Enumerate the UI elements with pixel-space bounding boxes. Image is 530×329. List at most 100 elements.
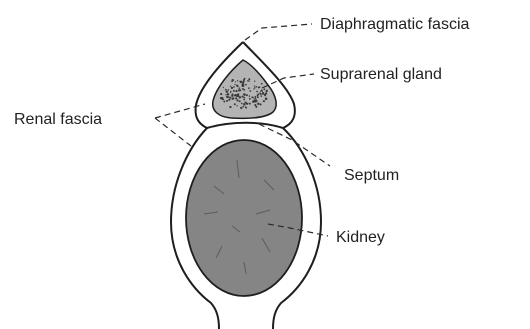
stipple-dot <box>254 104 256 106</box>
stipple-dot <box>235 90 237 92</box>
stipple-dot <box>246 94 248 96</box>
stipple-dot <box>254 85 255 86</box>
stipple-dot <box>239 100 241 102</box>
stipple-dot <box>222 98 224 100</box>
stipple-dot <box>234 95 236 97</box>
stipple-dot <box>235 97 237 99</box>
stipple-dot <box>244 78 246 80</box>
stipple-dot <box>234 103 236 105</box>
stipple-dot <box>220 93 222 95</box>
stipple-dot <box>252 100 255 103</box>
stipple-dot <box>265 92 267 94</box>
stipple-dot <box>226 100 228 102</box>
stipple-dot <box>232 87 233 88</box>
stipple-dot <box>229 106 231 108</box>
stipple-dot <box>249 103 251 105</box>
stipple-dot <box>242 106 244 108</box>
stipple-dot <box>233 90 235 92</box>
stipple-dot <box>235 81 236 82</box>
stipple-dot <box>257 93 259 95</box>
leader-renal-fascia-upper <box>155 104 205 118</box>
leader-diaphragmatic-fascia <box>245 24 312 40</box>
stipple-dot <box>254 87 256 89</box>
stipple-dot <box>233 86 235 88</box>
stipple-dot <box>241 84 242 85</box>
kidney-shape <box>186 140 302 296</box>
stipple-dot <box>243 103 245 105</box>
stipple-dot <box>266 90 268 92</box>
stipple-dot <box>243 99 245 101</box>
stipple-dot <box>261 83 263 85</box>
stipple-dot <box>223 87 224 88</box>
stipple-dot <box>223 101 225 103</box>
stipple-dot <box>242 81 244 83</box>
stipple-dot <box>249 95 250 96</box>
stipple-dot <box>236 105 237 106</box>
stipple-dot <box>236 99 238 101</box>
stipple-dot <box>241 96 242 97</box>
stipple-dot <box>226 96 228 98</box>
stipple-dot <box>240 107 242 109</box>
label-suprarenal-gland: Suprarenal gland <box>320 66 442 83</box>
stipple-dot <box>226 90 229 93</box>
stipple-dot <box>243 89 245 91</box>
stipple-dot <box>245 107 247 109</box>
stipple-dot <box>231 98 233 100</box>
stipple-dot <box>229 97 231 99</box>
stipple-dot <box>247 80 248 81</box>
stipple-dot <box>262 94 263 95</box>
stipple-dot <box>231 79 233 81</box>
stipple-dot <box>261 89 262 90</box>
stipple-dot <box>238 90 240 92</box>
stipple-dot <box>265 98 268 101</box>
stipple-dot <box>263 88 265 90</box>
label-diaphragmatic-fascia: Diaphragmatic fascia <box>320 16 470 33</box>
stipple-dot <box>225 89 227 91</box>
leader-renal-fascia-lower <box>155 118 191 146</box>
leader-suprarenal-gland <box>262 74 314 88</box>
stipple-dot <box>240 81 243 84</box>
label-septum: Septum <box>344 167 399 184</box>
stipple-dot <box>246 103 247 104</box>
stipple-dot <box>256 91 258 93</box>
stipple-dot <box>239 96 241 98</box>
stipple-dot <box>243 97 245 99</box>
stipple-dot <box>228 89 229 90</box>
stipple-dot <box>255 106 257 108</box>
stipple-dot <box>225 94 226 95</box>
stipple-dot <box>254 99 255 100</box>
stipple-dot <box>248 78 250 80</box>
stipple-dot <box>264 101 266 103</box>
stipple-dot <box>253 97 254 98</box>
stipple-dot <box>260 90 261 91</box>
stipple-dot <box>237 80 238 81</box>
stipple-dot <box>256 100 258 102</box>
stipple-dot <box>254 96 256 98</box>
stipple-dot <box>257 103 259 105</box>
stipple-dot <box>256 86 258 88</box>
stipple-dot <box>260 103 262 105</box>
stipple-dot <box>261 95 263 97</box>
stipple-dot <box>239 87 240 88</box>
stipple-dot <box>253 88 254 89</box>
stipple-dot <box>259 86 261 88</box>
stipple-dot <box>249 90 251 92</box>
stipple-dot <box>257 96 259 98</box>
label-renal-fascia: Renal fascia <box>14 111 102 128</box>
stipple-dot <box>243 93 245 95</box>
stipple-dot <box>245 84 247 86</box>
stipple-dot <box>231 95 233 97</box>
stipple-dot <box>227 93 229 95</box>
stipple-dot <box>230 86 231 87</box>
stipple-dot <box>230 92 231 93</box>
stipple-dot <box>237 94 240 97</box>
stipple-dot <box>234 84 235 85</box>
stipple-dot <box>264 95 266 97</box>
stipple-dot <box>222 97 223 98</box>
stipple-dot <box>255 98 256 99</box>
septum-line <box>207 123 283 128</box>
stipple-dot <box>254 81 255 82</box>
stipple-dot <box>228 99 230 101</box>
stipple-dot <box>249 98 251 100</box>
stipple-dot <box>260 93 262 95</box>
